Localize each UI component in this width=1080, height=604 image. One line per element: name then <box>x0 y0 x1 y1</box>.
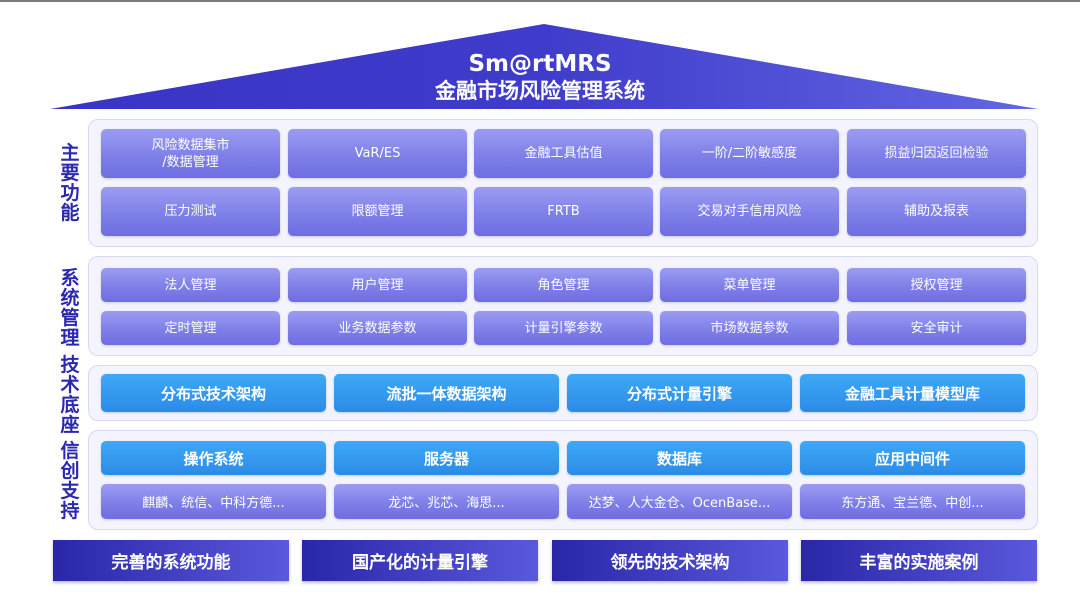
mgmt-legal-entity[interactable]: 法人管理 <box>101 268 280 302</box>
xc-middleware-vendors: 东方通、宝兰德、中创... <box>800 484 1025 519</box>
module-label: 压力测试 <box>164 204 217 219</box>
xc-os-vendors: 麒麟、统信、中科方德... <box>101 484 326 519</box>
label-char: 座 <box>60 414 80 436</box>
tech-distributed-engine[interactable]: 分布式计量引擎 <box>567 374 792 412</box>
module-risk-data-mart[interactable]: 风险数据集市 /数据管理 <box>101 129 280 178</box>
xc-header-label: 服务器 <box>423 449 469 468</box>
feature-complete-functions: 完善的系统功能 <box>53 540 289 581</box>
label-xinchuang: 信 创 支 持 <box>58 441 82 521</box>
label-main-functions: 主 要 功 能 <box>58 143 82 223</box>
xc-middleware[interactable]: 应用中间件 <box>800 441 1025 475</box>
xc-database-vendors: 达梦、人大金仓、OcenBase... <box>567 484 792 519</box>
xc-header-label: 应用中间件 <box>874 449 950 468</box>
tech-label: 流批一体数据架构 <box>386 384 507 403</box>
label-char: 术 <box>60 374 80 396</box>
module-counterparty-credit-risk[interactable]: 交易对手信用风险 <box>660 187 839 236</box>
mgmt-label: 法人管理 <box>164 277 217 293</box>
label-char: 要 <box>60 162 80 184</box>
mgmt-role[interactable]: 角色管理 <box>474 268 653 302</box>
top-rule <box>0 0 1080 2</box>
module-stress-test[interactable]: 压力测试 <box>101 187 280 236</box>
tech-model-library[interactable]: 金融工具计量模型库 <box>800 374 1025 412</box>
label-system-management: 系 统 管 理 <box>58 268 82 348</box>
module-auxiliary-reports[interactable]: 辅助及报表 <box>847 187 1026 236</box>
label-char: 管 <box>60 307 80 329</box>
label-char: 信 <box>60 440 80 462</box>
label-char: 理 <box>60 327 80 349</box>
tech-label: 分布式技术架构 <box>160 384 266 403</box>
module-sensitivity[interactable]: 一阶/二阶敏感度 <box>660 129 839 178</box>
tech-label: 分布式计量引擎 <box>626 384 732 403</box>
module-label-line: 风险数据集市 <box>151 137 230 153</box>
module-var-es[interactable]: VaR/ES <box>288 129 467 178</box>
mgmt-market-data-params[interactable]: 市场数据参数 <box>660 311 839 345</box>
tech-stream-batch-data-architecture[interactable]: 流批一体数据架构 <box>334 374 559 412</box>
mgmt-label: 计量引擎参数 <box>524 320 603 336</box>
feature-label: 丰富的实施案例 <box>859 553 979 573</box>
mgmt-security-audit[interactable]: 安全审计 <box>847 311 1026 345</box>
mgmt-label: 角色管理 <box>537 277 590 293</box>
label-char: 底 <box>60 394 80 416</box>
module-label: 损益归因返回检验 <box>884 146 989 161</box>
module-label: 交易对手信用风险 <box>697 204 802 219</box>
feature-leading-architecture: 领先的技术架构 <box>552 540 788 581</box>
feature-implementation-cases: 丰富的实施案例 <box>801 540 1037 581</box>
xc-operating-system[interactable]: 操作系统 <box>101 441 326 475</box>
module-pnl-attribution-backtest[interactable]: 损益归因返回检验 <box>847 129 1026 178</box>
product-name: Sm@rtMRS <box>468 51 612 77</box>
xc-detail-label: 东方通、宝兰德、中创... <box>841 496 984 511</box>
feature-label: 国产化的计量引擎 <box>352 553 488 573</box>
module-frtb[interactable]: FRTB <box>474 187 653 236</box>
mgmt-scheduling[interactable]: 定时管理 <box>101 311 280 345</box>
feature-label: 领先的技术架构 <box>610 553 730 573</box>
module-label: 一阶/二阶敏感度 <box>701 146 798 161</box>
xc-header-label: 数据库 <box>656 449 702 468</box>
mgmt-label: 市场数据参数 <box>710 320 789 336</box>
module-label: VaR/ES <box>354 146 401 161</box>
label-char: 创 <box>60 460 80 482</box>
tech-label: 金融工具计量模型库 <box>844 384 980 403</box>
mgmt-label: 安全审计 <box>910 320 963 336</box>
label-char: 支 <box>60 480 80 502</box>
tech-distributed-architecture[interactable]: 分布式技术架构 <box>101 374 326 412</box>
xc-header-label: 操作系统 <box>183 449 244 468</box>
xc-database[interactable]: 数据库 <box>567 441 792 475</box>
feature-domestic-engine: 国产化的计量引擎 <box>302 540 538 581</box>
mgmt-business-data-params[interactable]: 业务数据参数 <box>288 311 467 345</box>
module-label: 金融工具估值 <box>524 146 603 161</box>
xc-server[interactable]: 服务器 <box>334 441 559 475</box>
label-tech-base: 技 术 底 座 <box>58 355 82 435</box>
mgmt-engine-params[interactable]: 计量引擎参数 <box>474 311 653 345</box>
module-limit-management[interactable]: 限额管理 <box>288 187 467 236</box>
mgmt-label: 业务数据参数 <box>338 320 417 336</box>
xc-server-vendors: 龙芯、兆芯、海思... <box>334 484 559 519</box>
roof-banner <box>50 24 1038 109</box>
mgmt-user[interactable]: 用户管理 <box>288 268 467 302</box>
mgmt-menu[interactable]: 菜单管理 <box>660 268 839 302</box>
mgmt-label: 授权管理 <box>910 277 963 293</box>
label-char: 主 <box>60 142 80 164</box>
mgmt-label: 菜单管理 <box>723 277 776 293</box>
xc-detail-label: 麒麟、统信、中科方德... <box>142 496 285 511</box>
module-label: 限额管理 <box>351 204 404 219</box>
xc-detail-label: 龙芯、兆芯、海思... <box>388 496 505 511</box>
mgmt-label: 定时管理 <box>164 320 217 336</box>
module-label: 辅助及报表 <box>903 204 969 219</box>
label-char: 统 <box>60 287 80 309</box>
system-title: 金融市场风险管理系统 <box>435 79 645 103</box>
mgmt-label: 用户管理 <box>351 277 404 293</box>
module-label: FRTB <box>547 204 580 219</box>
module-label-line: /数据管理 <box>162 154 219 170</box>
label-char: 技 <box>60 354 80 376</box>
mgmt-authorization[interactable]: 授权管理 <box>847 268 1026 302</box>
module-instrument-valuation[interactable]: 金融工具估值 <box>474 129 653 178</box>
feature-label: 完善的系统功能 <box>111 553 231 573</box>
label-char: 系 <box>60 267 80 289</box>
xc-detail-label: 达梦、人大金仓、OcenBase... <box>588 496 771 511</box>
label-char: 功 <box>60 182 80 204</box>
label-char: 能 <box>60 202 80 224</box>
label-char: 持 <box>60 500 80 522</box>
